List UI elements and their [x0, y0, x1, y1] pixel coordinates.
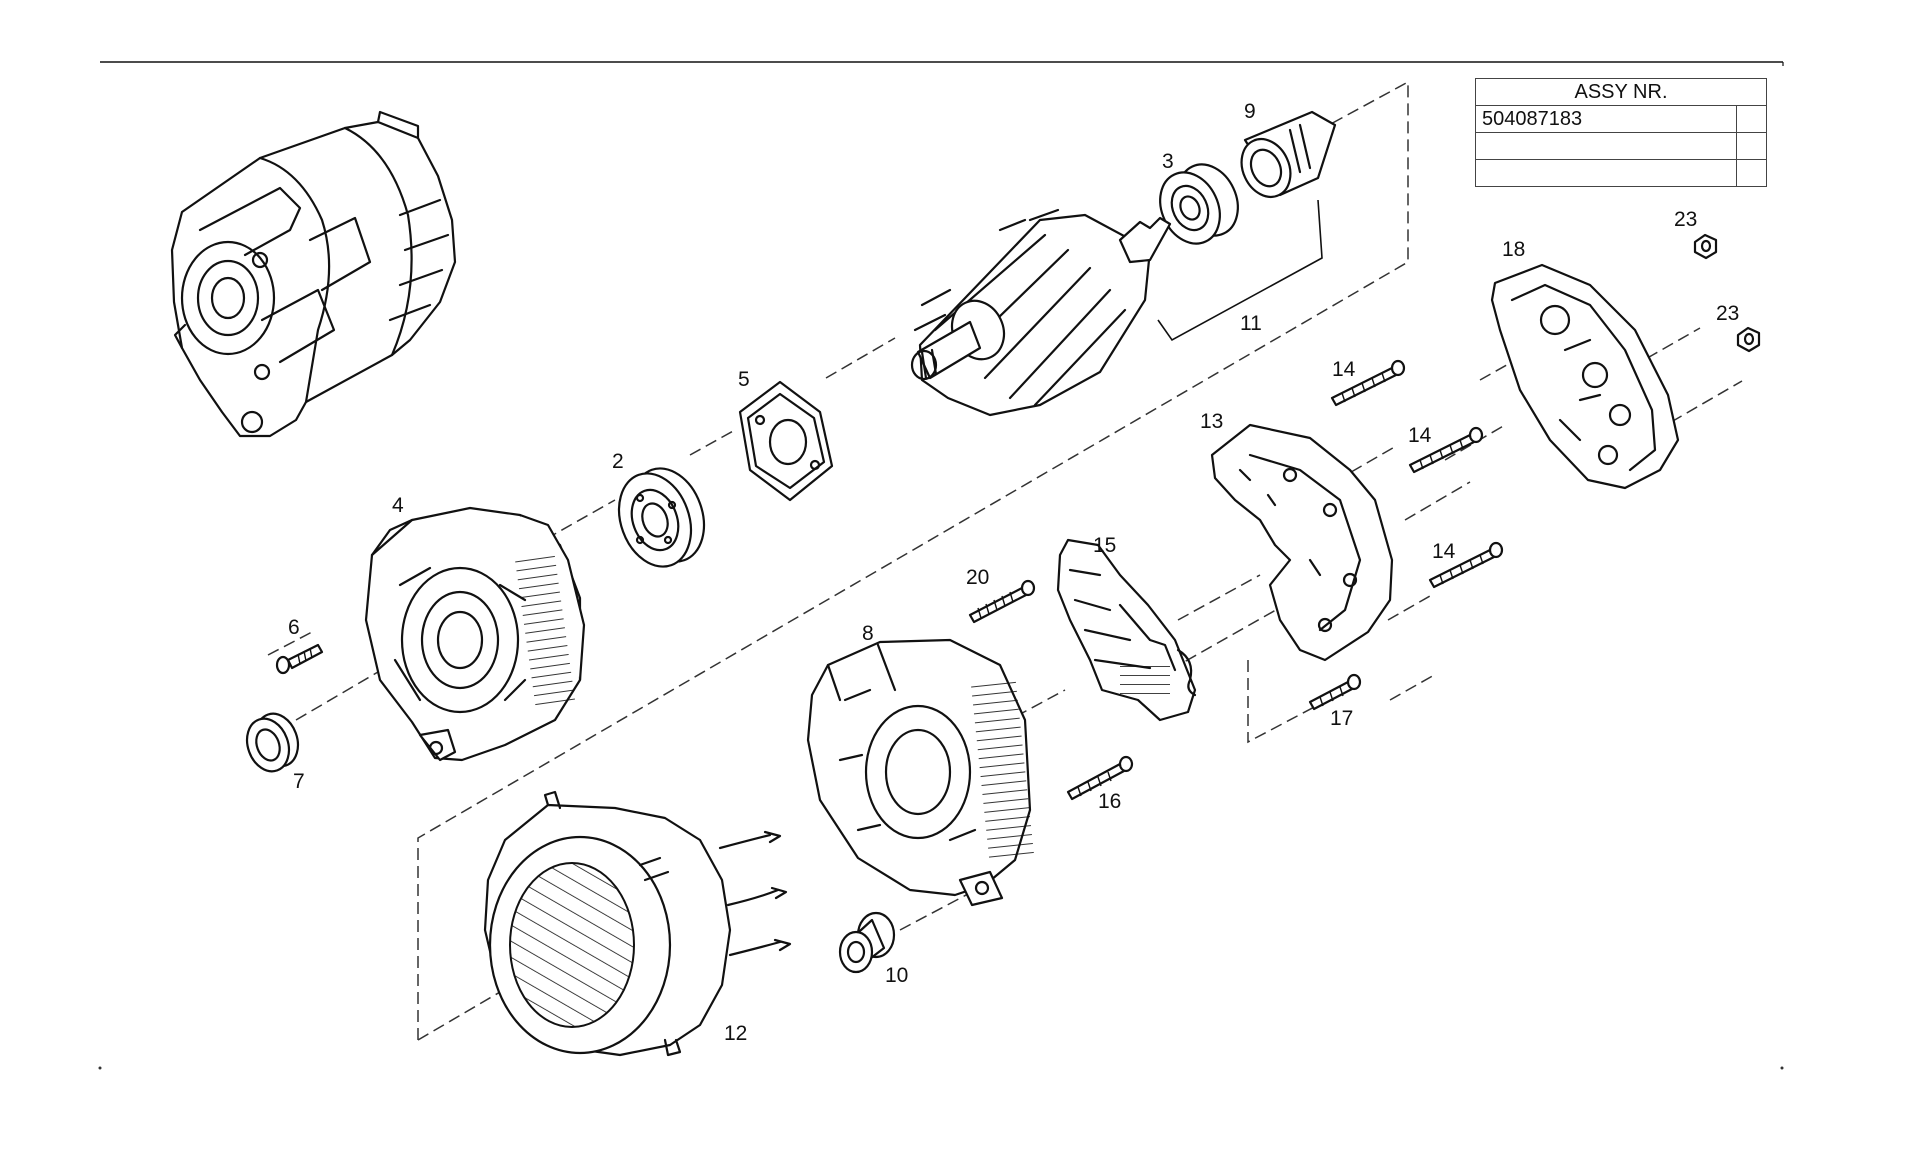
callout-13: 13	[1200, 410, 1223, 433]
table-row: 504087183	[1475, 105, 1767, 133]
callout-17: 17	[1330, 707, 1353, 730]
callout-7: 7	[293, 770, 305, 793]
callout-11: 11	[1240, 312, 1262, 335]
table-row	[1475, 132, 1767, 160]
callout-10: 10	[885, 964, 908, 987]
part-16-screw	[1066, 755, 1134, 801]
table-row	[1475, 159, 1767, 187]
corner-mark	[1780, 1066, 1784, 1070]
part-7-collar	[245, 712, 300, 773]
axis-line	[825, 337, 896, 379]
axis-line	[999, 689, 1066, 726]
part-20-screw	[968, 579, 1036, 624]
part-8-rear-bracket	[806, 638, 1035, 907]
table-cell	[1475, 132, 1737, 160]
axis-line	[529, 499, 616, 549]
callout-16: 16	[1098, 790, 1121, 813]
assembly-dash-line	[417, 984, 513, 1041]
callout-9: 9	[1244, 100, 1256, 123]
callout-18: 18	[1502, 238, 1525, 261]
corner-mark	[98, 1066, 102, 1070]
part-6-screw	[275, 643, 324, 675]
callout-12: 12	[724, 1022, 747, 1045]
part-17-screw	[1308, 673, 1362, 711]
axis-line	[1319, 444, 1399, 491]
axis-line	[1387, 595, 1431, 621]
callout-14-c: 14	[1432, 540, 1456, 563]
callout-2: 2	[612, 450, 624, 473]
axis-line	[1444, 424, 1506, 461]
part-3-bearing	[1159, 163, 1239, 245]
assembly-dash-line	[1247, 660, 1321, 744]
assembly-dash-line	[417, 80, 1409, 1040]
part-15-regulator	[1056, 538, 1197, 722]
part-23-nut	[1693, 233, 1718, 260]
part-14-screw	[1408, 426, 1484, 474]
part-9-sleeve	[1240, 110, 1337, 198]
axis-line	[295, 671, 379, 721]
part-14-screw	[1428, 541, 1504, 589]
part-2-bearing	[617, 467, 706, 568]
part-11-rotor	[910, 208, 1172, 417]
assembly-number-table: ASSY NR. 504087183	[1475, 78, 1767, 187]
alternator-assembly	[170, 110, 457, 438]
table-cell	[1736, 105, 1767, 133]
callout-20: 20	[966, 566, 989, 589]
table-cell	[1736, 159, 1767, 187]
axis-line	[1177, 574, 1261, 621]
part-4-end-bracket	[364, 506, 586, 762]
callout-4: 4	[392, 494, 404, 517]
part-14-screw	[1330, 359, 1406, 407]
callout-3: 3	[1162, 150, 1174, 173]
axis-line	[1169, 584, 1321, 671]
table-cell: 504087183	[1475, 105, 1737, 133]
table-header: ASSY NR.	[1475, 78, 1767, 106]
callout-23-b: 23	[1716, 302, 1739, 325]
callout-5: 5	[738, 368, 750, 391]
callout-14-b: 14	[1408, 424, 1432, 447]
axis-line	[689, 429, 736, 456]
callout-23-a: 23	[1674, 208, 1697, 231]
part-12-stator	[483, 790, 792, 1057]
part-23-nut	[1736, 326, 1761, 353]
part-10-sleeve	[838, 911, 896, 974]
part-11-bracket	[1157, 199, 1323, 342]
axis-line	[1389, 673, 1437, 701]
axis-line	[1404, 481, 1471, 521]
part-5-plate	[738, 380, 834, 502]
callout-8: 8	[862, 622, 874, 645]
callout-15: 15	[1093, 534, 1116, 557]
part-18-rear-cover	[1490, 263, 1680, 490]
part-13-rectifier	[1210, 423, 1394, 662]
callout-6: 6	[288, 616, 300, 639]
callout-14-a: 14	[1332, 358, 1356, 381]
table-header-row: ASSY NR.	[1475, 78, 1767, 106]
axis-line	[267, 631, 313, 656]
table-cell	[1736, 132, 1767, 160]
table-cell	[1475, 159, 1737, 187]
